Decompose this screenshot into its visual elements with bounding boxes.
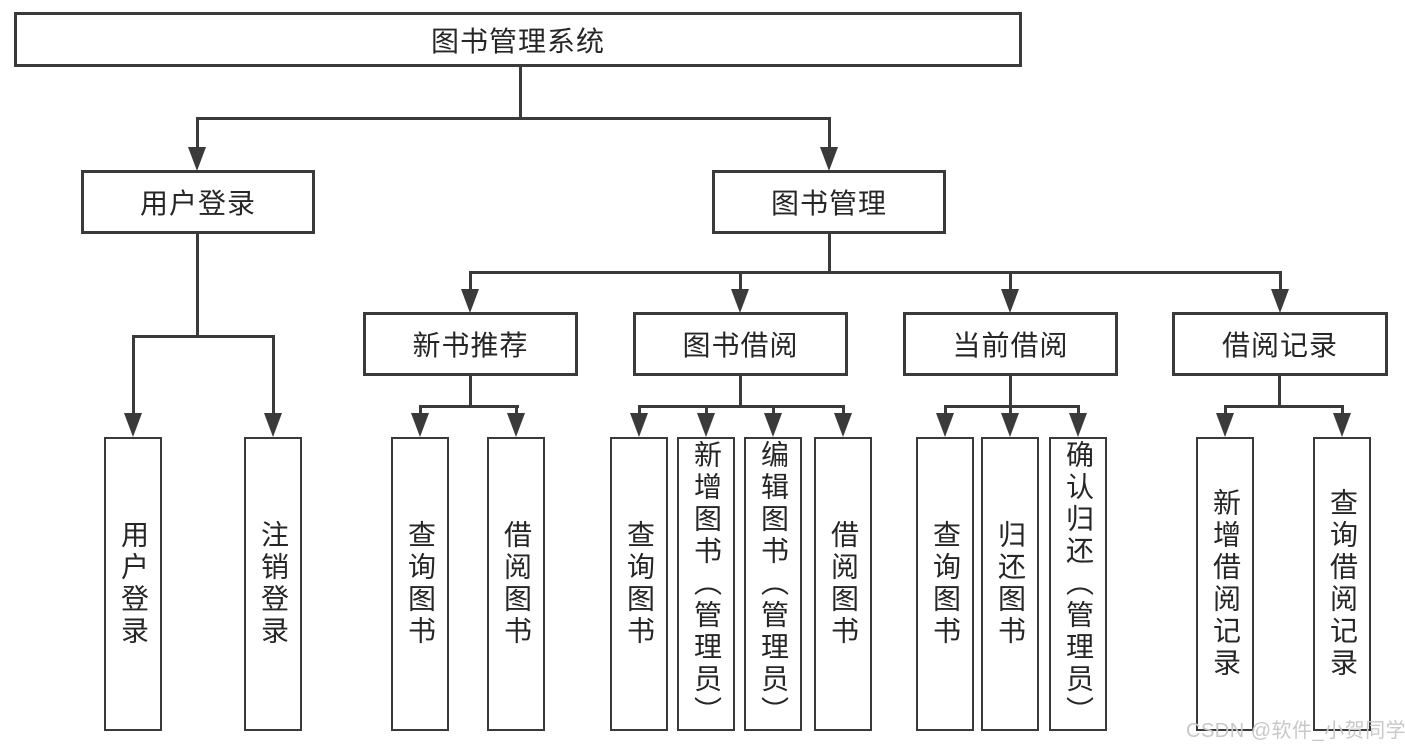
connector-drop — [944, 405, 947, 415]
node-current-borrowing: 当前借阅 — [903, 312, 1118, 376]
connector-recommend-stem — [469, 376, 472, 408]
arrow-down-icon — [1271, 289, 1289, 313]
node-recommend-borrow-books: 借阅图书 — [487, 437, 545, 731]
node-book-management: 图书管理 — [712, 170, 946, 234]
arrow-down-icon — [764, 413, 782, 437]
connector-drop — [1077, 405, 1080, 415]
node-recommend-query-books: 查询图书 — [391, 437, 449, 731]
connector-root-stem — [519, 66, 522, 119]
leaf-label: 注销登录 — [258, 520, 289, 648]
arrow-down-icon — [188, 147, 206, 171]
connector-borrowing-branch — [638, 405, 845, 408]
node-borrowing-borrow-books: 借阅图书 — [814, 437, 872, 731]
node-borrowing-edit-books: 编辑图书（管理员） — [744, 437, 802, 731]
leaf-label: 查询借阅记录 — [1327, 488, 1358, 680]
leaf-label: 查询图书 — [624, 520, 655, 648]
connector-book-management-stem — [828, 234, 831, 274]
connector-drop — [1009, 405, 1012, 415]
node-new-book-recommend: 新书推荐 — [363, 312, 578, 376]
leaf-label: 借阅图书 — [501, 520, 532, 648]
node-records-query-record: 查询借阅记录 — [1313, 437, 1371, 731]
node-current-borrowing-label: 当前借阅 — [952, 330, 1069, 361]
connector-recommend-branch — [419, 405, 519, 408]
node-current-return-books: 归还图书 — [981, 437, 1039, 731]
arrow-down-icon — [1001, 289, 1019, 313]
connector-drop — [1341, 405, 1344, 415]
arrow-down-icon — [1216, 413, 1234, 437]
arrow-down-icon — [630, 413, 648, 437]
arrow-down-icon — [264, 413, 282, 437]
connector-drop-borrowing-records — [1279, 271, 1282, 293]
leaf-label: 新增借阅记录 — [1210, 488, 1241, 680]
connector-drop-logout — [272, 335, 275, 413]
arrow-down-icon — [936, 413, 954, 437]
node-user-login-login: 用户登录 — [104, 437, 162, 731]
connector-book-management-branch — [469, 271, 1282, 274]
node-book-management-label: 图书管理 — [770, 188, 887, 219]
connector-user-login-stem — [196, 234, 199, 337]
connector-drop — [1224, 405, 1227, 415]
connector-drop-user-login — [196, 117, 199, 149]
connector-borrowing-stem — [739, 376, 742, 408]
connector-current-stem — [1009, 376, 1012, 408]
node-borrowing-query-books: 查询图书 — [610, 437, 668, 731]
connector-drop-book-borrowing — [739, 271, 742, 293]
connector-drop — [705, 405, 708, 415]
connector-current-branch — [944, 405, 1080, 408]
node-current-confirm-return: 确认归还（管理员） — [1049, 437, 1107, 731]
leaf-label: 确认归还（管理员） — [1063, 440, 1094, 728]
connector-drop-current-borrowing — [1009, 271, 1012, 293]
arrow-down-icon — [731, 289, 749, 313]
arrow-down-icon — [697, 413, 715, 437]
connector-drop — [772, 405, 775, 415]
leaf-label: 借阅图书 — [828, 520, 859, 648]
csdn-watermark: CSDN @软件_小贺同学 — [1186, 720, 1405, 742]
leaf-label: 归还图书 — [995, 520, 1026, 648]
leaf-label: 查询图书 — [930, 520, 961, 648]
node-borrowing-records: 借阅记录 — [1172, 312, 1388, 376]
node-book-borrowing-label: 图书借阅 — [682, 330, 799, 361]
node-root: 图书管理系统 — [14, 12, 1022, 67]
node-borrowing-records-label: 借阅记录 — [1221, 330, 1338, 361]
arrow-down-icon — [124, 413, 142, 437]
leaf-label: 查询图书 — [405, 520, 436, 648]
arrow-down-icon — [411, 413, 429, 437]
connector-records-stem — [1278, 376, 1281, 408]
node-user-login-logout: 注销登录 — [244, 437, 302, 731]
connector-root-branch — [196, 117, 831, 120]
connector-drop-book-management — [828, 117, 831, 149]
node-book-borrowing: 图书借阅 — [633, 312, 848, 376]
node-root-label: 图书管理系统 — [430, 25, 605, 57]
arrow-down-icon — [1069, 413, 1087, 437]
connector-drop-login — [132, 335, 135, 413]
node-records-add-record: 新增借阅记录 — [1196, 437, 1254, 731]
node-borrowing-add-books: 新增图书（管理员） — [677, 437, 735, 731]
arrow-down-icon — [1001, 413, 1019, 437]
connector-drop — [515, 405, 518, 415]
connector-drop — [638, 405, 641, 415]
arrow-down-icon — [820, 147, 838, 171]
connector-drop — [842, 405, 845, 415]
node-current-query-books: 查询图书 — [916, 437, 974, 731]
arrow-down-icon — [507, 413, 525, 437]
arrow-down-icon — [1333, 413, 1351, 437]
connector-drop — [419, 405, 422, 415]
leaf-label: 编辑图书（管理员） — [758, 440, 789, 728]
node-user-login: 用户登录 — [81, 170, 315, 234]
connector-records-branch — [1224, 405, 1344, 408]
connector-user-login-branch — [132, 335, 275, 338]
leaf-label: 用户登录 — [118, 520, 149, 648]
node-user-login-label: 用户登录 — [139, 188, 256, 219]
arrow-down-icon — [461, 289, 479, 313]
node-new-book-recommend-label: 新书推荐 — [412, 330, 529, 361]
leaf-label: 新增图书（管理员） — [691, 440, 722, 728]
connector-drop-new-book-recommend — [469, 271, 472, 293]
arrow-down-icon — [834, 413, 852, 437]
